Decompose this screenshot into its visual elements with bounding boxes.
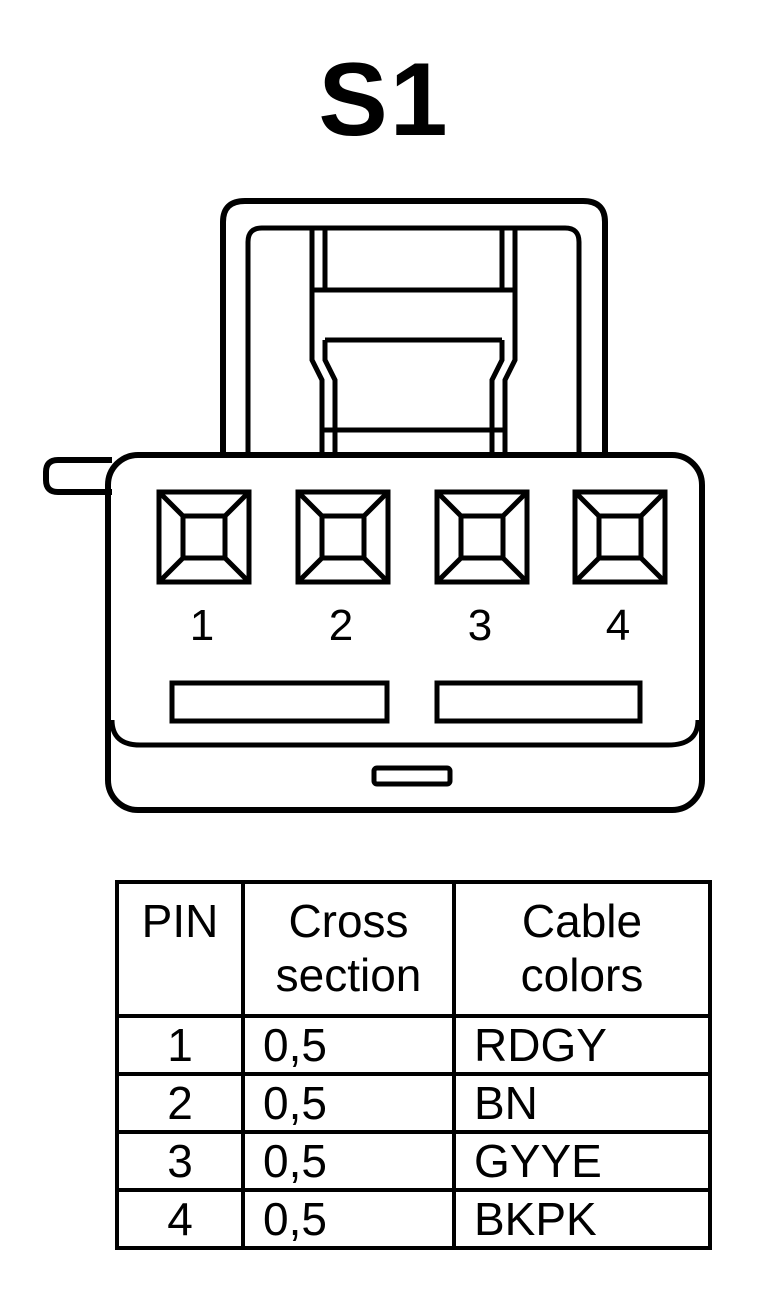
cell-pin: 1: [115, 1014, 245, 1076]
cell-cable-color: GYYE: [452, 1130, 712, 1192]
header-cross-section-line2: section: [275, 949, 422, 1001]
connector-diagram: 1 2 3 4: [43, 198, 705, 813]
cell-cable-color: RDGY: [452, 1014, 712, 1076]
pin-label-4: 4: [606, 601, 630, 650]
pin-label-3: 3: [468, 601, 492, 650]
cell-cable-color: BN: [452, 1072, 712, 1134]
header-cable-colors-line2: colors: [520, 949, 644, 1001]
lower-slot-left: [169, 680, 390, 724]
cell-cross-section: 0,5: [241, 1072, 456, 1134]
cell-cross-section: 0,5: [241, 1130, 456, 1192]
pin-labels: 1 2 3 4: [190, 601, 630, 650]
header-cable-colors: Cable colors: [452, 880, 712, 1018]
table-header-row: PIN Cross section Cable colors: [115, 880, 712, 1018]
cell-pin: 4: [115, 1188, 245, 1250]
latch-tab: [309, 228, 518, 455]
pin-socket-3: [434, 489, 530, 585]
housing-outer: [105, 452, 705, 813]
bottom-key-slot: [371, 765, 453, 787]
latch-inner-frame: [245, 225, 582, 455]
table-row: 4 0,5 BKPK: [115, 1188, 712, 1250]
table-row: 1 0,5 RDGY: [115, 1014, 712, 1076]
pin-socket-2: [295, 489, 391, 585]
latch-outer-frame: [220, 198, 608, 455]
cell-pin: 3: [115, 1130, 245, 1192]
cell-cable-color: BKPK: [452, 1188, 712, 1250]
cell-pin: 2: [115, 1072, 245, 1134]
page-title: S1: [318, 42, 450, 158]
header-pin: PIN: [115, 880, 245, 1018]
lower-slot-right: [434, 680, 643, 724]
pin-table: PIN Cross section Cable colors 1 0,5 RDG…: [115, 880, 712, 1250]
header-cable-colors-line1: Cable: [521, 895, 643, 947]
housing-front-edge: [109, 719, 701, 748]
pin-label-2: 2: [329, 601, 353, 650]
cell-cross-section: 0,5: [241, 1014, 456, 1076]
pin-sockets: [156, 489, 668, 585]
cell-cross-section: 0,5: [241, 1188, 456, 1250]
pin-socket-4: [572, 489, 668, 585]
side-tab: [43, 457, 112, 495]
header-cross-section-line1: Cross: [288, 895, 409, 947]
table-row: 2 0,5 BN: [115, 1072, 712, 1134]
pin-socket-1: [156, 489, 252, 585]
table-row: 3 0,5 GYYE: [115, 1130, 712, 1192]
header-cross-section: Cross section: [241, 880, 456, 1018]
pin-label-1: 1: [190, 601, 214, 650]
